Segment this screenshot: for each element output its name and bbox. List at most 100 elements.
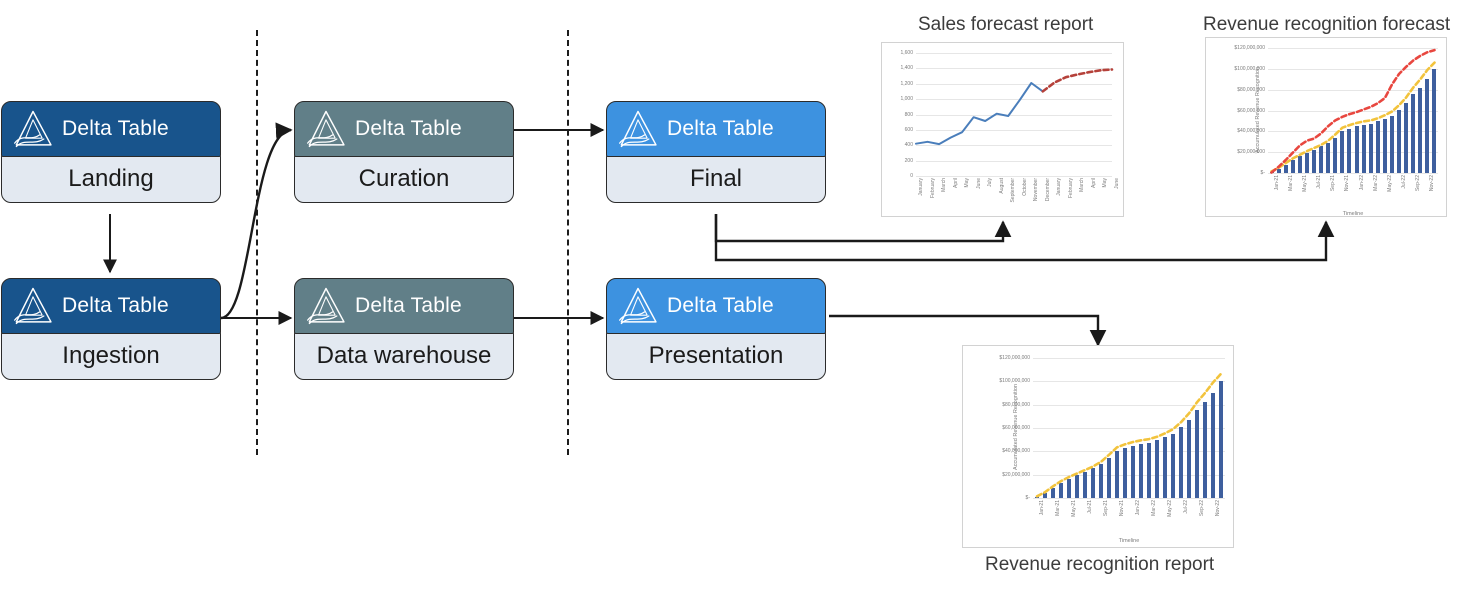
chart-x-tick-label: Mar-22: [1372, 175, 1379, 191]
node-curation[interactable]: Delta Table Curation: [294, 101, 514, 203]
chart-gridline: [1033, 428, 1225, 429]
node-data-warehouse[interactable]: Delta Table Data warehouse: [294, 278, 514, 380]
chart-lines: [1270, 48, 1436, 174]
chart-bar: [1368, 123, 1373, 173]
chart-gridline: [1033, 381, 1225, 383]
chart-x-tick-label: September: [1010, 178, 1017, 203]
chart-x-tick-label: June: [975, 178, 982, 189]
chart-x-tick-label: Jul-21: [1316, 175, 1323, 189]
chart-revenue-recognition-forecast-title: Revenue recognition forecast: [1203, 14, 1451, 35]
chart-x-tick-label: Jan-22: [1135, 500, 1141, 516]
chart-bar: [1074, 475, 1080, 498]
chart-x-tick-label: May: [964, 178, 971, 188]
chart-bar: [1319, 146, 1324, 173]
chart-revenue-recognition-report-frame: $-$20,000,000$40,000,000$60,000,000$80,0…: [962, 345, 1234, 548]
chart-revenue-recognition-report-title: Revenue recognition report: [985, 554, 1215, 575]
chart-bar: [1170, 433, 1176, 498]
chart-series-line: [1270, 61, 1436, 173]
chart-x-tick-label: Mar-22: [1151, 500, 1157, 516]
chart-bar: [1283, 164, 1288, 173]
chart-bar: [1354, 126, 1359, 173]
chart-bar: [1122, 448, 1128, 498]
chart-gridline: [916, 145, 1112, 147]
delta-lake-icon: [307, 110, 345, 148]
chart-y-tick-label: $20,000,000: [1237, 149, 1265, 156]
chart-y-tick-label: 800: [904, 111, 913, 118]
chart-bar: [1361, 124, 1366, 173]
delta-lake-icon: [619, 110, 657, 148]
chart-revenue-recognition-forecast-plot: $-$20,000,000$40,000,000$60,000,000$80,0…: [1234, 45, 1438, 216]
chart-y-tick-label: 0: [910, 173, 913, 179]
chart-gridline: [1033, 404, 1225, 406]
chart-y-tick-label: $60,000,000: [1002, 425, 1030, 431]
connector-ingestion-to-curation: [220, 122, 293, 320]
chart-x-tick-label: Mar-21: [1287, 175, 1294, 191]
node-landing-type-label: Delta Table: [62, 117, 169, 140]
chart-lines: [915, 68, 1114, 146]
node-presentation[interactable]: Delta Table Presentation: [606, 278, 826, 380]
chart-gridline: [916, 160, 1112, 162]
chart-bar: [1138, 443, 1144, 498]
chart-y-tick-label: $100,000,000: [1234, 65, 1265, 72]
chart-bar: [1276, 168, 1281, 173]
chart-gridline: [1033, 474, 1225, 476]
chart-bar: [1186, 419, 1192, 498]
chart-x-tick-label: Sep-21: [1103, 500, 1109, 517]
chart-x-tick-label: Nov-22: [1215, 500, 1221, 517]
chart-bar: [1178, 427, 1184, 498]
chart-y-tick-label: $40,000,000: [1002, 448, 1030, 455]
node-ingestion-label: Ingestion: [62, 342, 160, 369]
chart-y-tick-label: $20,000,000: [1002, 471, 1030, 478]
chart-bar: [1297, 156, 1302, 173]
chart-y-tick-label: 1,600: [900, 50, 913, 56]
chart-bar: [1333, 137, 1338, 173]
chart-x-tick-label: December: [1044, 178, 1051, 202]
chart-series-line: [1035, 372, 1223, 498]
chart-y-tick-label: 1,200: [900, 80, 913, 87]
node-landing-header: Delta Table: [1, 101, 221, 157]
chart-x-tick-label: May: [1102, 178, 1109, 188]
chart-gridline: [916, 114, 1112, 116]
chart-bar: [1326, 142, 1331, 173]
chart-bar: [1411, 94, 1416, 173]
node-final[interactable]: Delta Table Final: [606, 101, 826, 203]
chart-gridline: [1268, 48, 1438, 49]
chart-x-tick-label: March: [941, 178, 948, 192]
chart-bar: [1290, 159, 1295, 173]
chart-x-axis-label: Timeline: [1342, 211, 1364, 217]
chart-gridline: [1268, 89, 1438, 91]
chart-gridline: [916, 176, 1112, 177]
chart-y-axis-label: Accumulated Revenue Recognition: [1012, 384, 1019, 470]
chart-bar: [1154, 440, 1160, 498]
delta-lake-icon: [14, 110, 52, 148]
node-presentation-header: Delta Table: [606, 278, 826, 334]
chart-y-tick-label: $60,000,000: [1237, 107, 1265, 114]
chart-sales-forecast-title: Sales forecast report: [918, 14, 1094, 35]
node-landing[interactable]: Delta Table Landing: [1, 101, 221, 203]
chart-gridline: [1268, 173, 1438, 174]
chart-x-tick-label: July: [987, 178, 994, 187]
chart-x-tick-label: Jul-21: [1087, 500, 1093, 514]
chart-bar: [1066, 478, 1072, 498]
node-curation-type-label: Delta Table: [355, 117, 462, 140]
chart-bar: [1347, 128, 1352, 173]
chart-bar: [1304, 152, 1309, 173]
chart-bar: [1425, 79, 1430, 173]
chart-y-tick-label: 1,400: [900, 65, 913, 72]
chart-bar: [1397, 109, 1401, 173]
delta-lake-icon: [619, 287, 657, 325]
node-landing-body: Landing: [1, 155, 221, 203]
node-final-type-label: Delta Table: [667, 117, 774, 140]
zone-separator-1: [256, 30, 258, 455]
chart-x-tick-label: Sep-22: [1199, 500, 1205, 517]
chart-gridline: [916, 68, 1112, 70]
chart-x-tick-label: April: [952, 178, 959, 189]
chart-x-tick-label: May-21: [1301, 175, 1308, 192]
chart-bar: [1312, 149, 1316, 173]
delta-lake-icon: [14, 287, 52, 325]
node-ingestion[interactable]: Delta Table Ingestion: [1, 278, 221, 380]
node-data-warehouse-type-label: Delta Table: [355, 294, 462, 317]
node-data-warehouse-label: Data warehouse: [316, 342, 492, 369]
node-data-warehouse-body: Data warehouse: [294, 332, 514, 380]
